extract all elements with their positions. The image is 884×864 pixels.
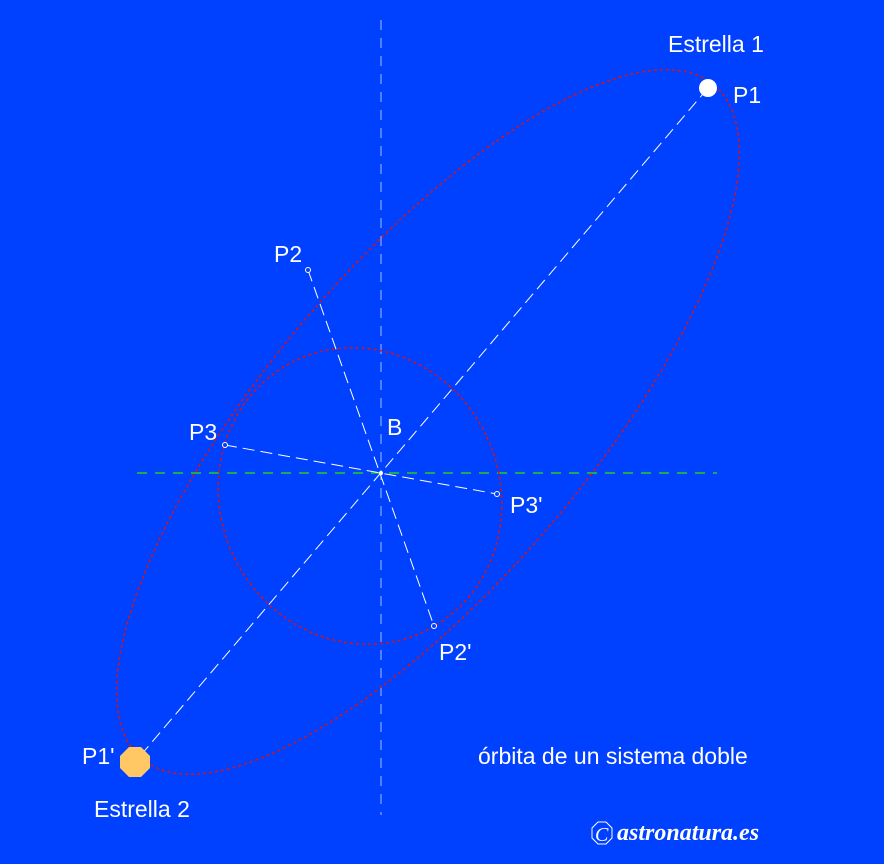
barycenter-point xyxy=(379,471,383,475)
point-p3 xyxy=(222,442,228,448)
label-p3: P3 xyxy=(189,419,217,445)
line-p1-p1p xyxy=(134,87,709,763)
label-p1p: P1' xyxy=(82,743,115,769)
orbit-star2-small xyxy=(217,346,503,646)
orbit-star1-large xyxy=(115,69,741,775)
star2-icon xyxy=(120,747,150,777)
logo: C astronatura.es xyxy=(591,820,759,846)
label-p3p: P3' xyxy=(510,492,543,518)
point-p3p xyxy=(494,491,500,497)
line-p2-p2p xyxy=(307,269,435,627)
label-p1: P1 xyxy=(733,82,761,108)
label-star1: Estrella 1 xyxy=(668,31,764,57)
star1-icon xyxy=(699,79,717,97)
logo-symbol: C xyxy=(595,824,609,846)
label-p2: P2 xyxy=(274,241,302,267)
copyright-icon xyxy=(591,821,613,845)
label-star2: Estrella 2 xyxy=(94,796,190,822)
label-p2p: P2' xyxy=(439,639,472,665)
point-p2 xyxy=(305,267,311,273)
line-p3-p3p xyxy=(224,444,498,495)
point-p2p xyxy=(431,623,437,629)
caption: órbita de un sistema doble xyxy=(478,743,748,769)
label-b: B xyxy=(387,414,402,440)
logo-text: astronatura.es xyxy=(617,820,759,846)
